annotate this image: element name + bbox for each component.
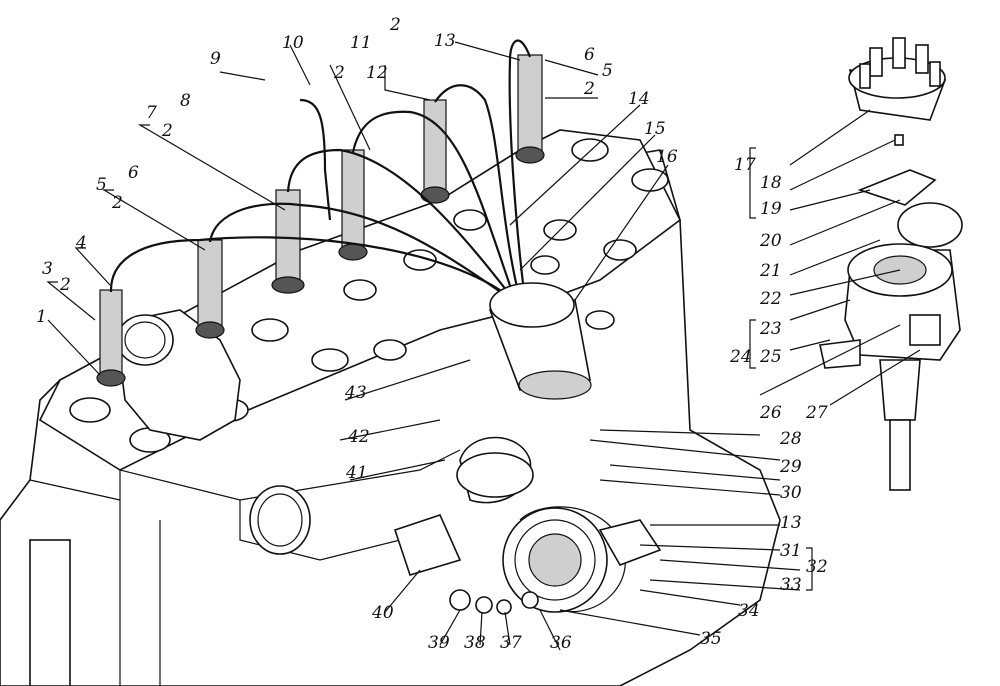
- callout-5b: 5: [602, 61, 613, 81]
- spark-plug-5: [420, 99, 450, 204]
- callout-8: 8: [180, 91, 191, 111]
- callout-labels: 1 3 2 4 5 2 6 7 2 8 9 10 11 2 12 13 6 5 …: [36, 15, 828, 653]
- distributor-mounted: [393, 436, 662, 615]
- callout-15: 15: [644, 119, 666, 139]
- callout-2f: 2: [389, 15, 401, 35]
- callout-42: 42: [347, 427, 370, 447]
- callout-1: 1: [36, 307, 47, 327]
- callout-10: 10: [282, 33, 304, 53]
- spark-plug-1: [96, 289, 126, 387]
- callout-22: 22: [759, 289, 782, 309]
- callout-21: 21: [759, 261, 782, 281]
- callout-16: 16: [656, 147, 678, 167]
- callout-23: 23: [759, 319, 782, 339]
- callout-6b: 6: [584, 45, 595, 65]
- callout-12: 12: [366, 63, 388, 83]
- callout-38: 38: [464, 633, 486, 653]
- callout-14: 14: [628, 89, 650, 109]
- callout-17: 17: [734, 155, 756, 175]
- callout-7: 7: [146, 103, 157, 123]
- callout-31: 31: [780, 541, 802, 561]
- callout-37: 37: [500, 633, 522, 653]
- callout-19: 19: [760, 199, 782, 219]
- callout-6: 6: [128, 163, 139, 183]
- callout-29: 29: [779, 457, 802, 477]
- spark-plug-4: [338, 149, 368, 261]
- ignition-coil: [488, 282, 592, 400]
- ht-wires: [109, 39, 532, 301]
- callout-5: 5: [96, 175, 107, 195]
- distributor-exploded: [819, 37, 963, 491]
- spark-plug-2: [195, 239, 225, 339]
- distributor-cap: [848, 37, 947, 121]
- callout-18: 18: [760, 173, 782, 193]
- callout-41: 41: [345, 463, 368, 483]
- contact-carbon: [894, 134, 904, 146]
- distributor-body: [819, 202, 963, 491]
- rotor: [857, 169, 937, 206]
- callout-40: 40: [371, 603, 394, 623]
- callout-11: 11: [350, 33, 372, 53]
- callout-3: 3: [42, 259, 53, 279]
- callout-brackets: [749, 147, 813, 591]
- callout-43: 43: [344, 383, 367, 403]
- callout-20: 20: [759, 231, 782, 251]
- callout-34: 34: [738, 601, 760, 621]
- callout-2b: 2: [111, 193, 123, 213]
- callout-13b: 13: [780, 513, 802, 533]
- callout-2e: 2: [583, 79, 595, 99]
- callout-33: 33: [780, 575, 802, 595]
- callout-30: 30: [780, 483, 802, 503]
- leader-lines: [46, 41, 921, 651]
- callout-4: 4: [75, 233, 87, 253]
- spark-plugs: [96, 54, 545, 387]
- callout-28: 28: [779, 429, 802, 449]
- callout-13a: 13: [434, 31, 456, 51]
- callout-9: 9: [210, 49, 221, 69]
- callout-39: 39: [428, 633, 450, 653]
- callout-2a: 2: [59, 275, 71, 295]
- callout-25: 25: [759, 347, 782, 367]
- callout-2d: 2: [333, 63, 345, 83]
- callout-24: 24: [729, 347, 752, 367]
- callout-26: 26: [759, 403, 782, 423]
- thermostat-housing: [116, 309, 241, 441]
- callout-32: 32: [806, 557, 828, 577]
- callout-27: 27: [805, 403, 828, 423]
- callout-2c: 2: [161, 121, 173, 141]
- callout-36: 36: [550, 633, 572, 653]
- spark-plug-6: [515, 54, 545, 164]
- callout-35: 35: [700, 629, 722, 649]
